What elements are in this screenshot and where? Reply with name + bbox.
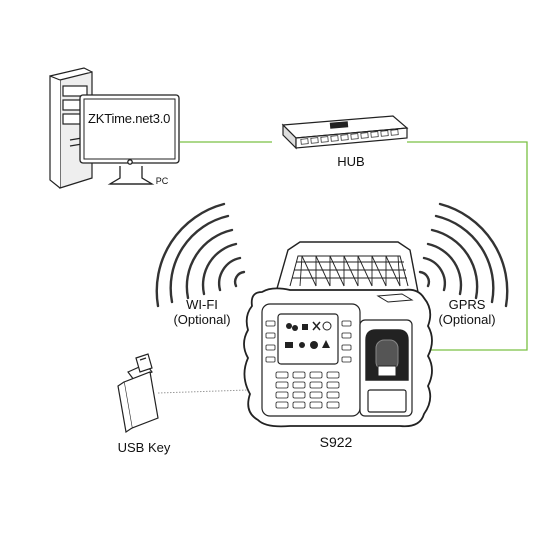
- gprs-label-line1: GPRS: [448, 297, 486, 312]
- pc-label: PC: [155, 176, 169, 186]
- pc-screen-text: ZKTime.net3.0: [88, 111, 171, 126]
- hub-label: HUB: [337, 154, 365, 169]
- pc-monitor: [79, 94, 180, 185]
- hub-ports: [300, 129, 399, 145]
- hub-device: [281, 115, 409, 150]
- usb-connection-line: [157, 389, 249, 394]
- wifi-label-line2: (Optional): [173, 311, 231, 327]
- hub-to-device-line: [407, 141, 528, 351]
- pc-tower: [49, 67, 93, 189]
- keypad: [275, 371, 340, 409]
- wifi-label-line1: WI-FI: [186, 297, 218, 312]
- wifi-signal-icon: [155, 202, 246, 308]
- s922-device: [243, 241, 433, 428]
- device-label: S922: [319, 434, 353, 450]
- network-connections: [180, 141, 528, 351]
- lcd-icons: [285, 321, 332, 349]
- gprs-label: GPRS (Optional): [427, 297, 507, 328]
- usb-key-icon: [117, 353, 159, 434]
- gprs-signal-icon: [418, 202, 509, 308]
- function-keys: [265, 320, 352, 363]
- handle-grid: [292, 255, 407, 287]
- gprs-label-line2: (Optional): [438, 311, 496, 327]
- usb-key-label: USB Key: [117, 440, 171, 455]
- wifi-label: WI-FI (Optional): [162, 297, 242, 328]
